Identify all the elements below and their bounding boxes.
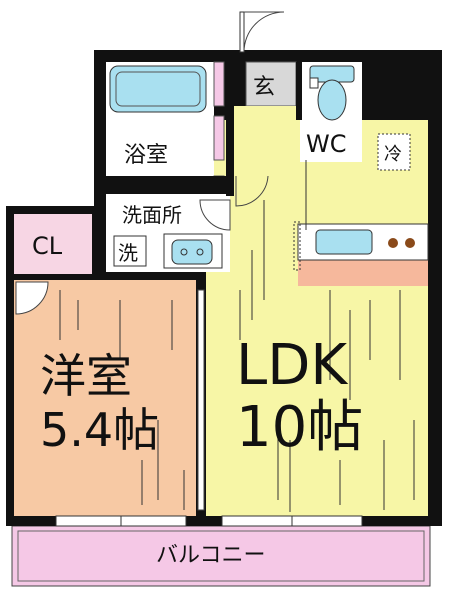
ldk-door-swing	[235, 175, 269, 207]
label-ldk-name: LDK	[236, 333, 348, 398]
entrance-door-swing	[239, 11, 285, 53]
label-balcony: バルコニー	[156, 543, 266, 568]
kitchen-sink	[315, 229, 373, 255]
stove-burner-right	[405, 238, 415, 248]
fridge-space	[377, 133, 411, 171]
label-western-room-name: 洋室	[40, 349, 132, 403]
western-door-swing	[15, 281, 49, 315]
label-closet: CL	[32, 232, 63, 260]
label-washroom: 洗面所	[122, 203, 182, 227]
closet	[14, 214, 92, 274]
western-room-floor	[14, 280, 196, 516]
stove-burner-left	[388, 238, 398, 248]
balcony-area	[11, 525, 431, 587]
label-western-room-size: 5.4帖	[40, 403, 159, 457]
label-ldk-size: 10帖	[236, 395, 363, 460]
label-bath: 浴室	[124, 143, 168, 168]
bathtub	[109, 65, 207, 113]
label-washer: 洗	[118, 241, 138, 265]
label-entrance: 玄	[253, 75, 275, 100]
sink-basin	[171, 239, 213, 265]
washer-box	[113, 235, 147, 267]
western-floor-stripes	[59, 290, 185, 510]
label-wc: WC	[306, 130, 347, 158]
hallway-floor	[230, 106, 300, 176]
label-fridge: 冷	[384, 144, 402, 165]
toilet-bowl	[317, 79, 347, 121]
ldk-floor-stripes	[239, 160, 415, 512]
washroom-door-swing	[199, 199, 231, 231]
